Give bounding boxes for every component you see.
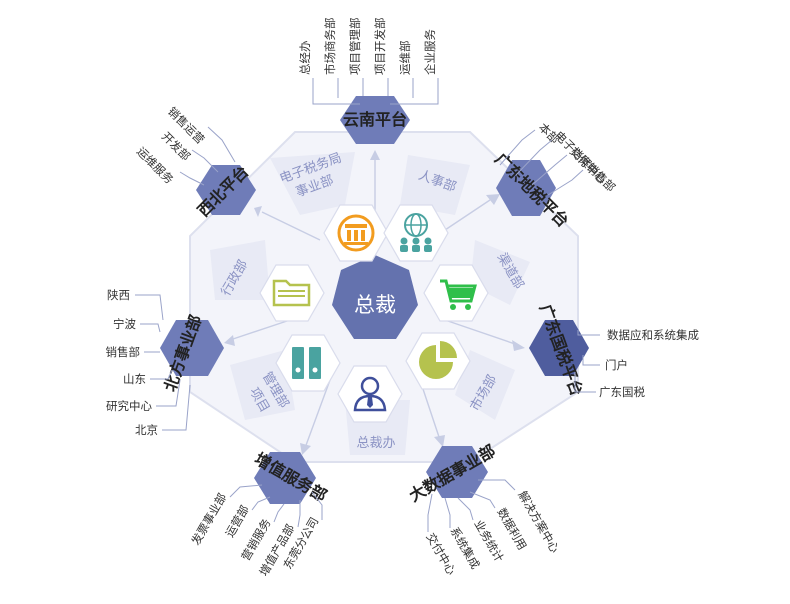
northwest-child-2: 运维服务 — [134, 144, 177, 187]
dept-label-4: 总裁办 — [356, 435, 395, 451]
yunnan-hex — [340, 96, 410, 144]
gd-guoshui-children: 数据应和系统集成 门户 广东国税 — [599, 328, 699, 399]
pie-chart-icon — [419, 341, 457, 379]
big-data-children: 解决方案中心 数据利用 业务统计 系统集成 交付中心 — [423, 489, 562, 578]
value-added-hex — [254, 452, 316, 504]
yunnan-child-0: 总经办 — [298, 40, 312, 75]
north-child-0: 陕西 — [107, 288, 130, 302]
north-child-3: 山东 — [123, 372, 146, 386]
yunnan-children: 总经办 市场商务部 项目管理部 项目开发部 运维部 企业服务 — [298, 18, 437, 76]
binders-icon — [292, 347, 321, 379]
center-label: 总裁 — [354, 293, 396, 317]
northwest-children: 销售运营 开发部 运维服务 — [134, 104, 207, 187]
north-children: 陕西 宁波 销售部 山东 研究中心 北京 — [106, 288, 159, 437]
northwest-hex — [196, 165, 256, 215]
value-added-connectors — [229, 484, 323, 528]
yunnan-child-3: 项目开发部 — [373, 18, 387, 76]
gd-dishui-hex — [496, 160, 556, 216]
north-child-4: 研究中心 — [106, 399, 152, 413]
radial-arrows — [224, 150, 525, 455]
north-hex — [160, 320, 224, 376]
shopping-cart-icon — [440, 279, 477, 310]
center-node-shape — [332, 255, 418, 339]
people-globe-icon — [400, 213, 432, 252]
value-added-child-1: 运营部 — [222, 503, 251, 540]
person-tie-icon — [353, 376, 387, 412]
yunnan-child-5: 企业服务 — [423, 29, 437, 75]
big-data-connectors — [427, 479, 516, 532]
north-child-5: 北京 — [135, 423, 158, 437]
north-child-1: 宁波 — [113, 317, 136, 331]
north-child-2: 销售部 — [106, 345, 141, 359]
gd-dishui-child-3: 销售部 — [584, 160, 618, 194]
gd-guoshui-child-1: 门户 — [605, 358, 628, 372]
building-seal-icon — [337, 214, 375, 252]
value-added-child-0: 发票事业部 — [188, 491, 229, 548]
folder-icon — [272, 279, 311, 307]
value-added-children: 发票事业部 运营部 营销服务 增值产品部 东莞分公司 — [188, 491, 321, 579]
northwest-connectors — [179, 126, 236, 186]
big-data-hex — [426, 446, 488, 498]
sector-petals — [210, 152, 530, 455]
yunnan-title: 云南平台 — [343, 110, 407, 129]
north-connectors — [135, 294, 191, 431]
gd-guoshui-child-0: 数据应和系统集成 — [607, 328, 699, 342]
gd-guoshui-hex — [529, 320, 589, 376]
gd-guoshui-child-2: 广东国税 — [599, 385, 645, 399]
yunnan-child-1: 市场商务部 — [323, 18, 337, 76]
yunnan-child-2: 项目管理部 — [348, 18, 362, 76]
gd-dishui-connectors — [499, 129, 584, 196]
gd-guoshui-connectors — [574, 330, 600, 393]
yunnan-child-4: 运维部 — [398, 41, 412, 76]
yunnan-connectors — [312, 78, 439, 105]
